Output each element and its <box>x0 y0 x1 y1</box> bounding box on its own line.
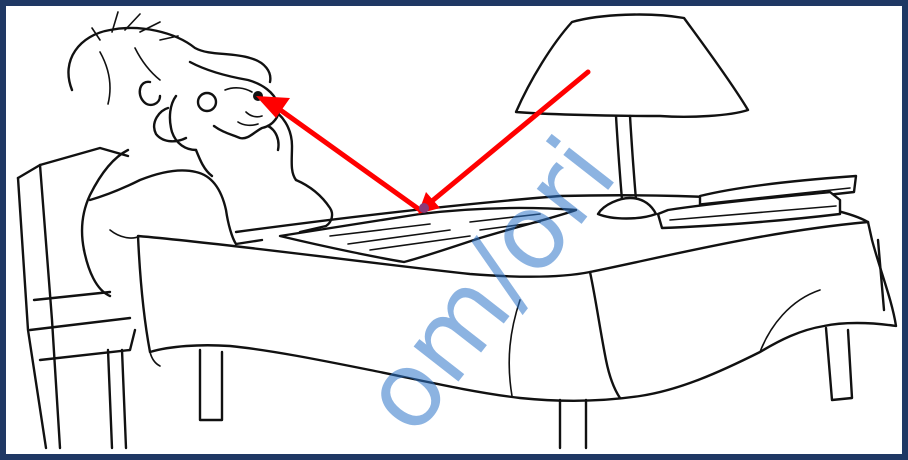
reflection-point <box>419 203 429 213</box>
chair <box>18 148 135 448</box>
reflected-ray <box>272 104 420 210</box>
illustration: om/ori <box>6 6 902 454</box>
book-stack <box>658 176 856 228</box>
